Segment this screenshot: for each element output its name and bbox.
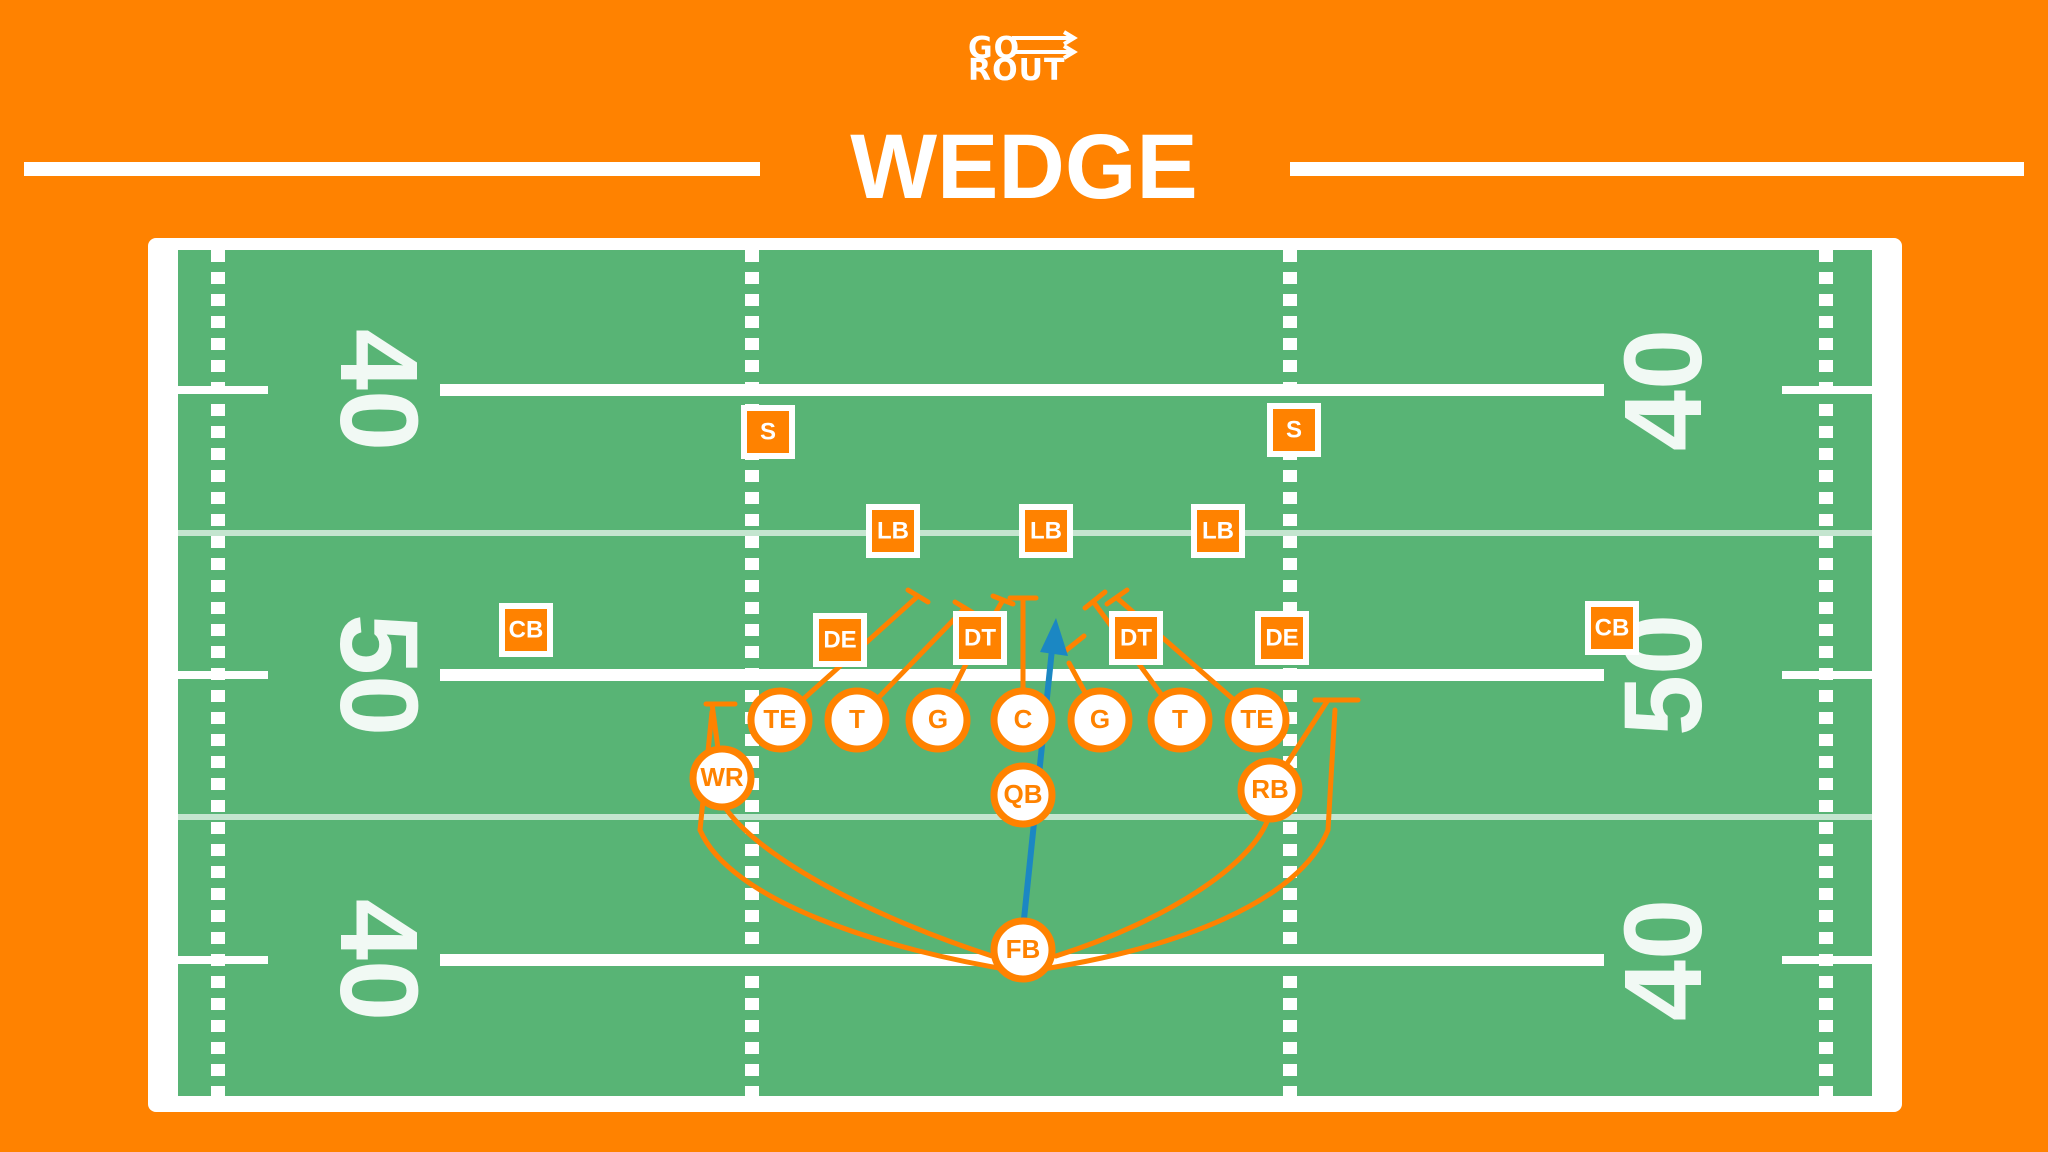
player-square [1191, 504, 1245, 558]
block-stop [905, 587, 931, 605]
player-label: FB [1006, 934, 1041, 964]
player-circle [1237, 757, 1303, 823]
player-square [1585, 601, 1639, 655]
title-rule-left [24, 162, 760, 176]
player-square [499, 603, 553, 657]
player-circle [1067, 687, 1133, 753]
defense-player-dt[interactable]: DT [953, 611, 1007, 665]
offense-player-t[interactable]: T [1147, 687, 1213, 753]
player-circle [689, 745, 755, 811]
offense-player-c[interactable]: C [990, 687, 1056, 753]
offense-player-te[interactable]: TE [1224, 687, 1290, 753]
offense-player-g[interactable]: G [905, 687, 971, 753]
yard-number-top-right: 40 [1602, 329, 1725, 451]
route-outer-left-arc [697, 709, 1026, 975]
defense-player-lb[interactable]: LB [1019, 504, 1073, 558]
defense-players: S S LB LB LB CB DE DT DT DE CB [499, 403, 1639, 667]
player-label: CB [1595, 614, 1630, 641]
player-label: DE [823, 626, 856, 653]
player-label: TE [763, 704, 796, 734]
player-label: LB [1030, 517, 1062, 544]
defense-player-cb[interactable]: CB [499, 603, 553, 657]
ball-carrier-arrowhead [1040, 618, 1068, 656]
block-stop [1082, 589, 1108, 611]
player-label: WR [700, 762, 744, 792]
offense-players: TE T G C G T TE WR QB RB FB [689, 687, 1303, 983]
player-label: G [928, 704, 948, 734]
yard-number-top-left: 40 [317, 329, 440, 451]
page-title: WEDGE [850, 116, 1198, 218]
defense-player-dt[interactable]: DT [1109, 611, 1163, 665]
route-fb-right-arc [1053, 809, 1273, 959]
player-label: DT [1120, 624, 1152, 651]
yard-number-middle-left: 50 [317, 614, 440, 736]
title-rule-right [1290, 162, 2024, 176]
player-label: T [849, 704, 865, 734]
logo-line-2: ROUT [968, 53, 1065, 88]
offense-player-g[interactable]: G [1067, 687, 1133, 753]
player-square [741, 405, 795, 459]
player-square [1019, 504, 1073, 558]
offense-player-wr[interactable]: WR [689, 745, 755, 811]
yard-number-bottom-left: 40 [317, 899, 440, 1021]
defense-player-s[interactable]: S [741, 405, 795, 459]
offense-player-te[interactable]: TE [747, 687, 813, 753]
defense-player-de[interactable]: DE [1255, 611, 1309, 665]
player-circle [990, 762, 1056, 828]
logo: GO ROUT [968, 30, 1078, 88]
player-label: S [760, 418, 776, 445]
player-circle [990, 917, 1056, 983]
offense-player-qb[interactable]: QB [990, 762, 1056, 828]
defense-player-s[interactable]: S [1267, 403, 1321, 457]
block-stop [1104, 587, 1130, 607]
arrows-icon [1012, 30, 1078, 60]
player-square [1109, 611, 1163, 665]
logo-line-1: GO [968, 31, 1020, 66]
defense-player-lb[interactable]: LB [1191, 504, 1245, 558]
defense-player-de[interactable]: DE [813, 613, 867, 667]
hash-marks [211, 250, 1833, 1096]
block-stop [1061, 633, 1087, 655]
player-circle [824, 687, 890, 753]
player-circle [747, 687, 813, 753]
defense-player-cb[interactable]: CB [1585, 601, 1639, 655]
player-label: S [1286, 416, 1302, 443]
defense-player-lb[interactable]: LB [866, 504, 920, 558]
player-circle [1224, 687, 1290, 753]
player-label: G [1090, 704, 1110, 734]
player-label: CB [509, 616, 544, 643]
player-label: TE [1240, 704, 1273, 734]
player-square [866, 504, 920, 558]
player-square [953, 611, 1007, 665]
player-circle [1147, 687, 1213, 753]
player-label: DE [1265, 624, 1298, 651]
route-outer-right-arc [1020, 707, 1338, 975]
player-square [813, 613, 867, 667]
player-label: C [1014, 704, 1033, 734]
player-square [1267, 403, 1321, 457]
player-circle [905, 687, 971, 753]
offense-player-fb[interactable]: FB [990, 917, 1056, 983]
player-label: RB [1251, 774, 1289, 804]
offense-player-t[interactable]: T [824, 687, 890, 753]
player-label: LB [877, 517, 909, 544]
player-circle [990, 687, 1056, 753]
yard-number-bottom-right: 40 [1602, 899, 1725, 1021]
player-label: T [1172, 704, 1188, 734]
block-stop [990, 593, 1016, 607]
route-fb-left-arc [721, 803, 995, 959]
player-label: DT [964, 624, 996, 651]
player-label: QB [1004, 779, 1043, 809]
offense-player-rb[interactable]: RB [1237, 757, 1303, 823]
player-square [1255, 611, 1309, 665]
player-label: LB [1202, 517, 1234, 544]
yard-line [440, 384, 1604, 396]
